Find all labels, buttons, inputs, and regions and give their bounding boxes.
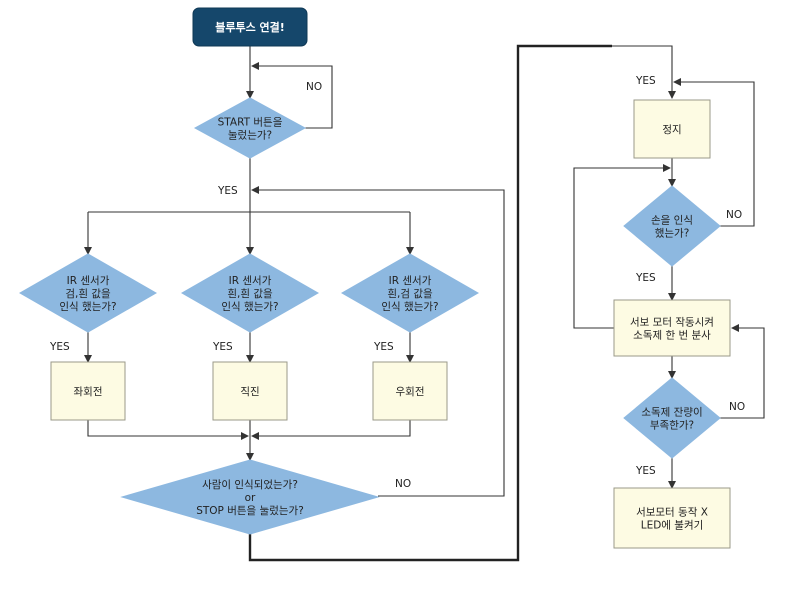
node-text-line: STOP 버튼을 눌렀는가? (196, 504, 304, 517)
label-yes-left: YES (49, 341, 70, 353)
node-text-line: 손을 인식 (651, 215, 693, 227)
node-text-line: 사람이 인식되었는가? (202, 478, 298, 491)
process-stop: 정지 (633, 99, 711, 159)
node-text-line: 눌렀는가? (228, 129, 272, 142)
node-text-line: 했는가? (655, 228, 690, 240)
label-yes-hand: YES (635, 272, 656, 284)
node-text-line: 소독제 한 번 분사 (633, 330, 711, 342)
node-text-line: IR 센서가 (67, 275, 110, 287)
label-yes-start: YES (217, 185, 238, 197)
edge-person-no (251, 186, 505, 497)
label-yes-right: YES (373, 341, 394, 353)
node-text-line: 부족한가? (650, 420, 694, 432)
edge-start-no-loop (251, 62, 333, 129)
node-text-line: 정지 (662, 124, 681, 136)
label-no-person: NO (395, 478, 411, 490)
node-text-line: or (245, 492, 256, 504)
node-text-line: 서보 모터 작동시켜 (630, 317, 714, 329)
process-stop-text: 정지 (662, 124, 681, 136)
process-left-turn-text: 좌회전 (74, 386, 103, 398)
node-text-line: 인식 했는가? (381, 301, 438, 313)
node-text-line: 소독제 잔량이 (641, 407, 702, 419)
node-text-line: 흰,검 값을 (387, 288, 433, 300)
label-yes-top: YES (635, 75, 656, 87)
node-text-line: 우회전 (396, 386, 425, 398)
node-text-line: 흰,흰 값을 (227, 288, 273, 300)
process-right-turn-text: 우회전 (396, 386, 425, 398)
edge-low-no (720, 324, 765, 419)
node-text-line: IR 센서가 (389, 275, 432, 287)
node-text-line: 인식 했는가? (221, 301, 278, 313)
node-text-line: 검,흰 값을 (65, 288, 111, 300)
node-text-line: 서보모터 동작 X (636, 507, 708, 519)
label-no-low: NO (729, 401, 745, 413)
process-left-turn: 좌회전 (50, 361, 126, 421)
edge-merge-right (251, 420, 411, 440)
edge-merge-left (87, 420, 249, 440)
edge-hand-no (673, 78, 755, 227)
edge-to-stop (612, 45, 676, 99)
node-text-line: 블루투스 연결! (215, 20, 285, 34)
node-text-line: START 버튼을 (218, 117, 283, 129)
label-yes-low: YES (635, 465, 656, 477)
node-text-line: 인식 했는가? (59, 301, 116, 313)
start-node: 블루투스 연결! (192, 7, 308, 47)
node-text-line: 직진 (240, 386, 259, 398)
label-no-hand: NO (726, 209, 742, 221)
node-text-line: 좌회전 (74, 386, 103, 398)
edge-spray-loop (573, 164, 671, 329)
node-text-line: IR 센서가 (229, 275, 272, 287)
label-no-start: NO (306, 81, 322, 93)
start-node-text: 블루투스 연결! (215, 20, 285, 34)
label-yes-mid: YES (212, 341, 233, 353)
process-right-turn: 우회전 (372, 361, 448, 421)
node-text-line: LED에 불켜기 (641, 520, 704, 532)
process-straight: 직진 (212, 361, 288, 421)
edge-person-yes (248, 44, 612, 562)
process-straight-text: 직진 (240, 386, 259, 398)
